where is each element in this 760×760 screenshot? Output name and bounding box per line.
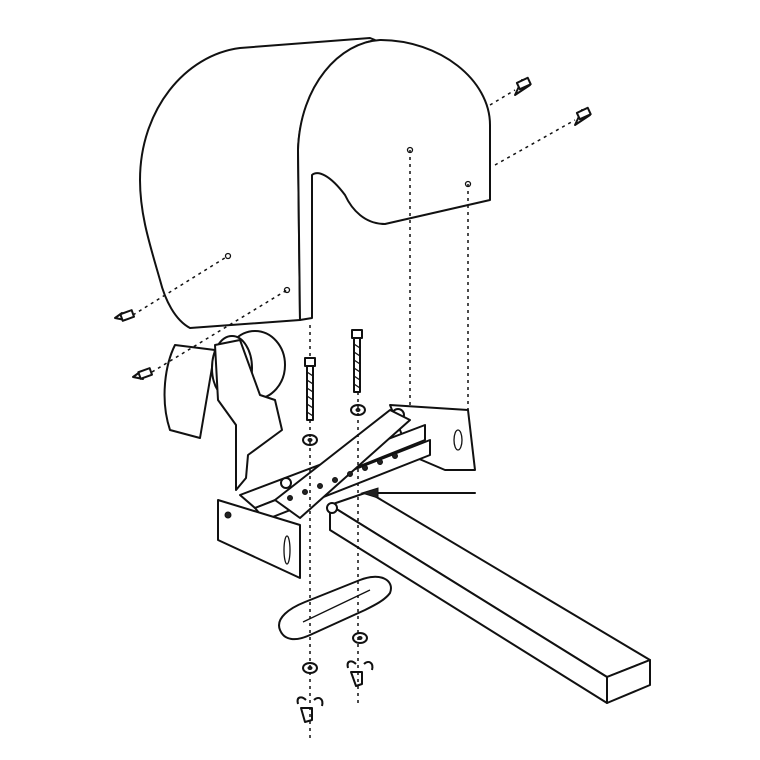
- guard-hood: [139, 37, 491, 329]
- hood-screws: [114, 76, 592, 380]
- clamp-plate: [278, 575, 392, 641]
- indicator-arrow: [360, 487, 476, 499]
- support-board: [329, 491, 651, 704]
- mounting-bracket: [217, 404, 476, 579]
- carriage-bolts: [304, 329, 363, 421]
- alignment-lines: [132, 89, 576, 740]
- roller: [163, 330, 286, 491]
